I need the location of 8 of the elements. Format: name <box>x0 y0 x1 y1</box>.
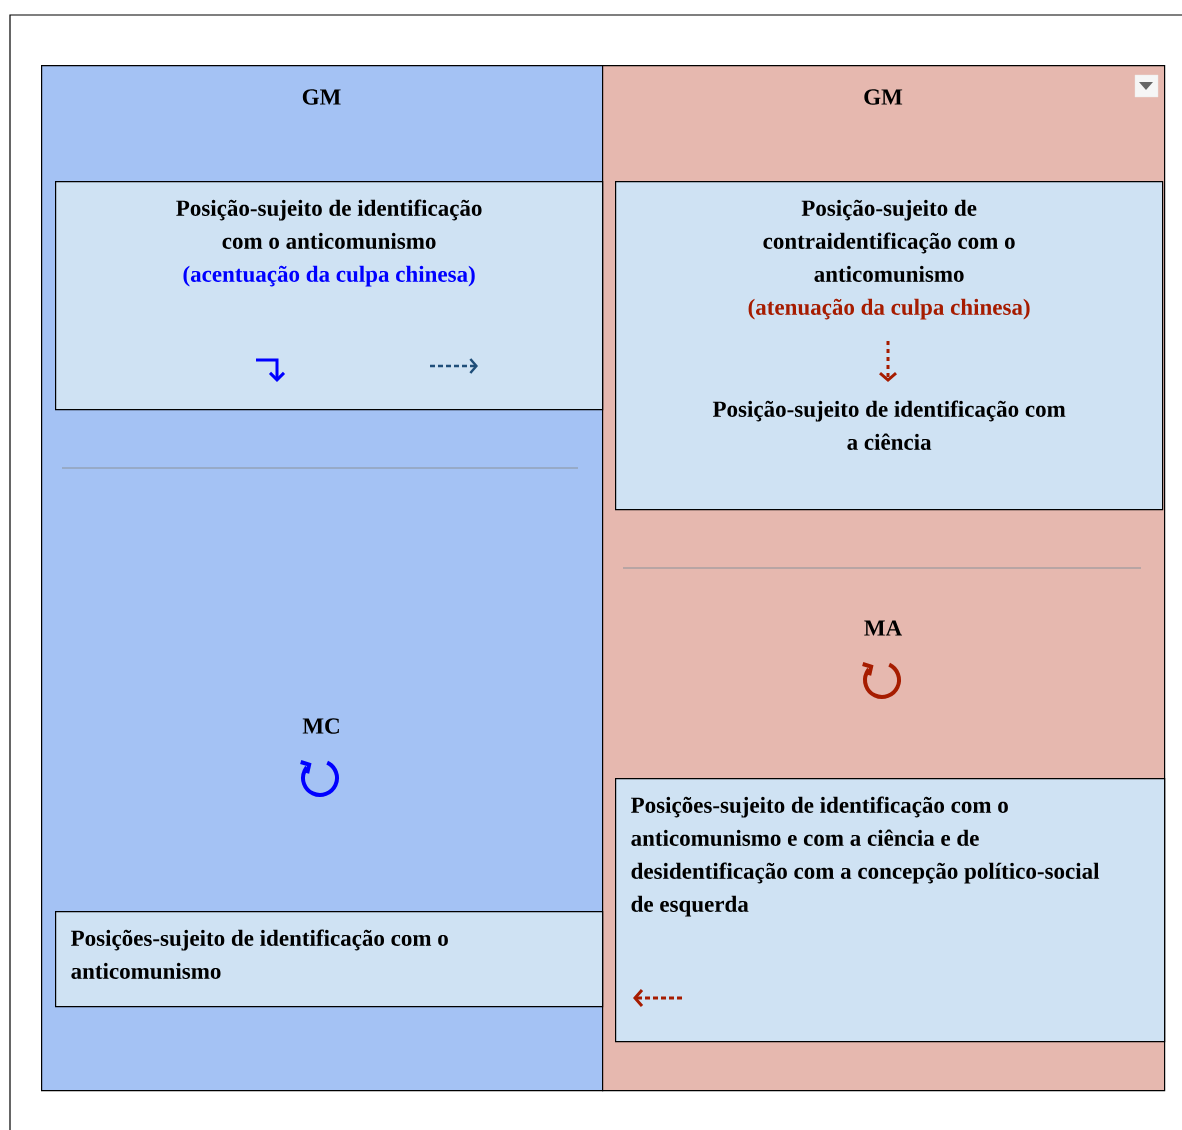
text-box: Posição-sujeito de contraidentificação com o anticomunismo (atenuação da culpa chinesa) Posição-sujeito de identificação com a ciência <box>615 181 1164 511</box>
text-box: Posições-sujeito de identificação com o anticomunismo <box>55 911 604 1008</box>
heading: MA <box>864 620 902 636</box>
text-box: Posições-sujeito de identificação com o anticomunismo e com a ciência e de desidentificação com a concepção político-social de esquerda <box>615 778 1166 1043</box>
heading: MC <box>302 718 339 734</box>
text-box: Posição-sujeito de identificação com o anticomunismo (acentuação da culpa chinesa) <box>55 181 604 411</box>
heading: GM <box>864 89 903 105</box>
heading: GM <box>302 89 341 105</box>
